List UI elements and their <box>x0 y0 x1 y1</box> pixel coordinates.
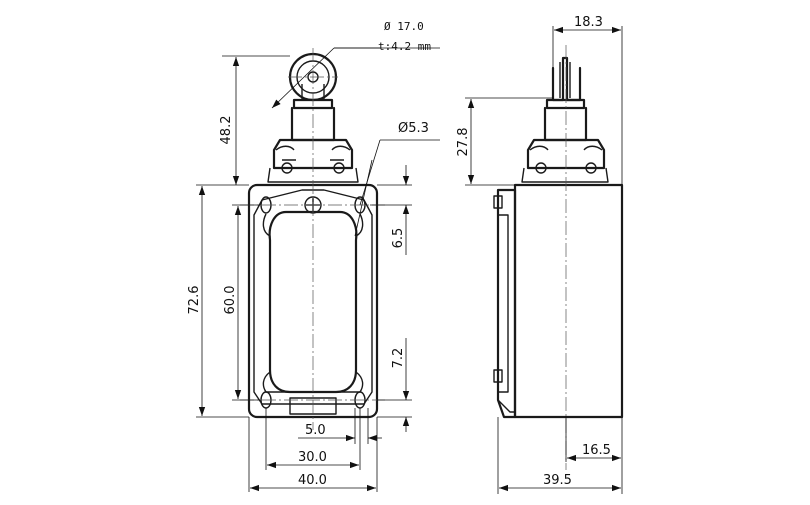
side-depth-label: 39.5 <box>543 473 572 488</box>
front-view <box>240 48 385 430</box>
roller-thickness-label: t:4.2 mm <box>378 40 431 53</box>
body-height-label: 72.6 <box>187 286 202 315</box>
head-collar <box>267 138 359 183</box>
side-dimensions: 18.3 27.8 16.5 39.5 <box>456 15 623 494</box>
actuator-height-label: 48.2 <box>219 116 234 145</box>
bottom-hole-offset-label: 7.2 <box>391 348 406 369</box>
side-view <box>493 56 624 419</box>
hole-diameter-label: Ø5.3 <box>398 121 429 136</box>
hole-spacing-horizontal-label: 30.0 <box>298 450 327 465</box>
front-dimensions: Ø 17.0 t:4.2 mm Ø5.3 48.2 72.6 60.0 6.5 <box>187 20 440 492</box>
body-width-label: 40.0 <box>298 473 327 488</box>
top-hole-offset-label: 6.5 <box>391 228 406 249</box>
hole-spacing-vertical-label: 60.0 <box>223 286 238 315</box>
roller-diameter-label: Ø 17.0 <box>384 20 424 33</box>
slot-width-label: 5.0 <box>305 423 326 438</box>
side-top-width-label: 18.3 <box>574 15 603 30</box>
side-offset-label: 16.5 <box>582 443 611 458</box>
side-actuator-height-label: 27.8 <box>456 128 471 157</box>
